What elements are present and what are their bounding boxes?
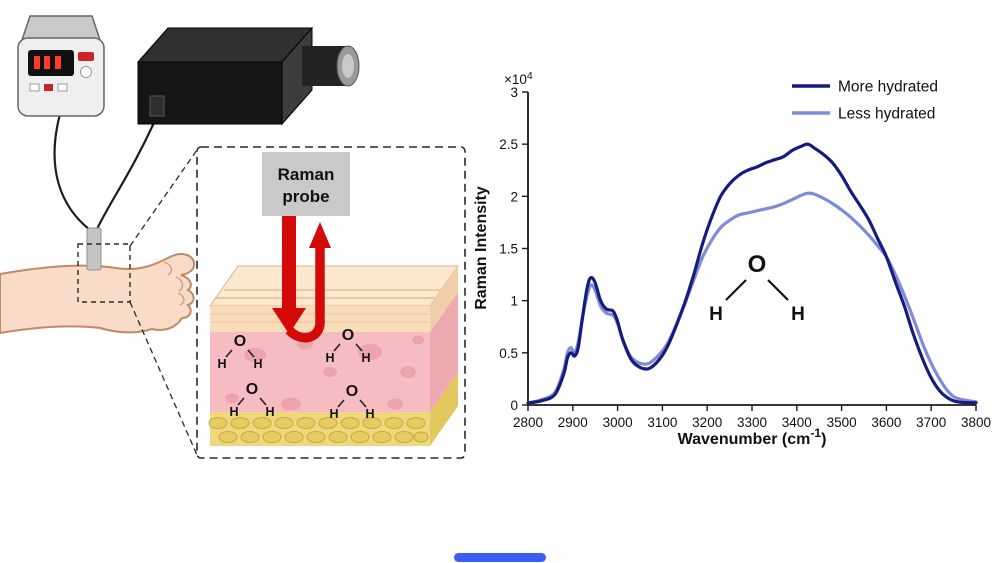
laser-controller-device (17, 15, 105, 117)
molecule-h-label: H (265, 405, 274, 419)
spectrometer-device (136, 26, 360, 126)
x-tick-label: 3000 (603, 415, 633, 430)
probe-label-line2: probe (282, 187, 329, 206)
device-button (29, 83, 40, 92)
down-arrow-shaft (282, 214, 296, 310)
setup-illustration: Raman probe O H H O H H O H H O (0, 15, 466, 459)
y-tick-label: 0.5 (499, 346, 518, 361)
legend-item: More hydrated (792, 79, 938, 96)
x-axis-label: Wavenumber (cm-1) (678, 426, 827, 448)
x-tick-label: 3300 (737, 415, 767, 430)
cable-port (149, 95, 165, 117)
arm-shape (0, 253, 196, 335)
x-tick-label: 2800 (513, 415, 543, 430)
x-tick-label: 2900 (558, 415, 588, 430)
device-red-button (78, 52, 94, 61)
legend-label: Less hydrated (838, 106, 935, 123)
epidermis-side-face (430, 266, 458, 332)
probe-label-box (262, 152, 350, 216)
down-arrow-head (272, 308, 306, 334)
x-tick-label: 3600 (871, 415, 901, 430)
x-tick-label: 3100 (647, 415, 677, 430)
molecule-h-label: H (361, 351, 370, 365)
finger-line (175, 276, 184, 292)
device-button (44, 84, 53, 91)
device-body (17, 37, 105, 117)
x-tick-label: 3800 (961, 415, 991, 430)
zoom-connector-line (129, 301, 198, 456)
legend-label: More hydrated (838, 79, 938, 96)
display-digit (55, 56, 61, 69)
y-tick-label: 0 (510, 398, 518, 413)
lens-cap-inner (342, 54, 354, 78)
bottom-blue-marker (454, 553, 546, 562)
up-arrow-head (309, 222, 331, 248)
fat-side-face (430, 372, 458, 446)
device-button (57, 83, 68, 92)
water-molecule: O H H (329, 383, 374, 421)
molecule-o-label: O (246, 381, 258, 398)
laser-arrows (272, 214, 331, 343)
y-tick-label: 2 (510, 189, 518, 204)
water-molecule-annotation: O H H (709, 251, 805, 325)
molecule-h-label: H (709, 304, 723, 325)
skin-block (208, 265, 459, 446)
y-tick-label: 1.5 (499, 242, 518, 257)
display-digit (44, 56, 50, 69)
device-top-cap (20, 15, 102, 41)
y-axis-label: Raman Intensity (473, 186, 490, 310)
fat-cells (208, 417, 429, 443)
raman-probe-tip (86, 227, 102, 271)
y-axis-exponent: ×104 (504, 70, 533, 87)
raman-probe-label: Raman probe (262, 152, 350, 216)
cable (96, 115, 159, 230)
series-line-less-hydrated (526, 191, 978, 405)
molecule-h-label: H (325, 351, 334, 365)
cable (53, 113, 91, 231)
up-arrow-shaft (285, 246, 325, 343)
molecule-h-label: H (329, 407, 338, 421)
molecule-h-label: H (365, 407, 374, 421)
x-tick-label: 3400 (782, 415, 812, 430)
y-tick-label: 3 (510, 85, 518, 100)
water-molecule: O H H (229, 381, 274, 419)
axis-lines (527, 92, 976, 406)
y-tick-label: 1 (510, 294, 518, 309)
device-knob (80, 66, 92, 78)
chart-axes: 2800 2900 3000 3100 3200 3300 3400 3500 3600 3700… (499, 85, 991, 430)
probe-label-line1: Raman (278, 165, 335, 184)
molecule-h-label: H (253, 357, 262, 371)
skin-top-face (209, 265, 459, 307)
molecule-h-label: H (217, 357, 226, 371)
molecule-o-label: O (342, 327, 354, 344)
legend-item: Less hydrated (792, 106, 935, 123)
chart-series (526, 142, 978, 405)
molecule-h-label: H (791, 304, 805, 325)
molecule-o-label: O (234, 333, 246, 350)
wrist-dashed-box (77, 243, 131, 303)
water-molecule: O H H (217, 333, 262, 371)
x-tick-label: 3500 (827, 415, 857, 430)
thumb-line (163, 261, 173, 276)
series-line-more-hydrated (526, 142, 978, 405)
molecule-o-label: O (346, 383, 358, 400)
x-tick-label: 3200 (692, 415, 722, 430)
raman-spectrum-chart: 2800 2900 3000 3100 3200 3300 3400 3500 3600 3700… (473, 70, 991, 448)
y-tick-label: 2.5 (499, 137, 518, 152)
water-molecule: O H H (325, 327, 370, 365)
finger-line (177, 292, 185, 306)
display-digit (34, 56, 40, 69)
zoom-connector-line (129, 149, 198, 247)
x-tick-label: 3700 (916, 415, 946, 430)
arm-illustration (0, 253, 196, 335)
molecule-o-label: O (748, 251, 767, 278)
molecule-h-label: H (229, 405, 238, 419)
